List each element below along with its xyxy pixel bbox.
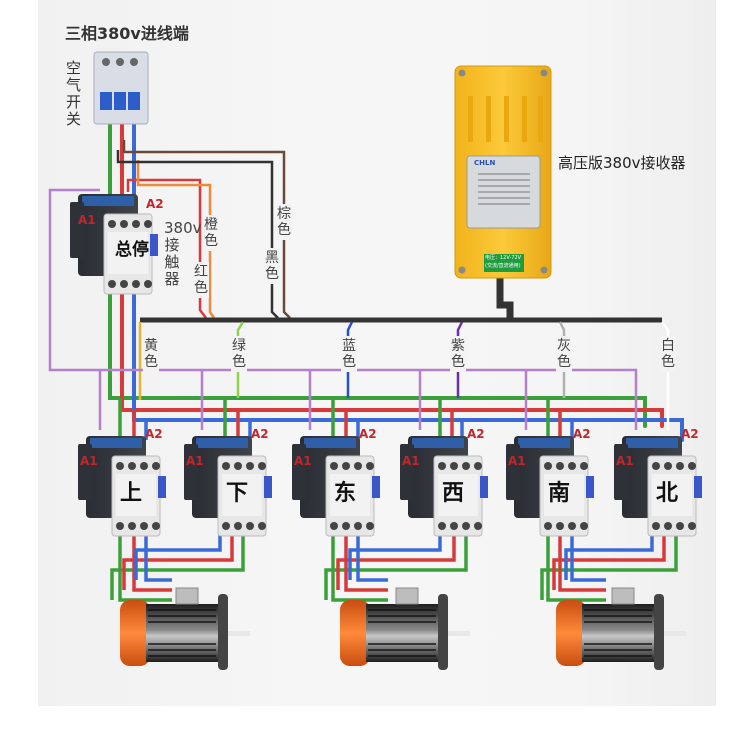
main-contactor-face-label: 总停 [115,240,149,260]
contactor-down-a2: A2 [251,427,269,441]
wire-label-purple: 紫色 [450,336,466,372]
contactor-north-a1: A1 [616,454,634,468]
receiver-voltage-line2: (交流/直流通用) [485,263,521,269]
contactor-south-a1: A1 [508,454,526,468]
contactor-up-face-label: 上 [120,481,143,506]
contactor-west-a2: A2 [467,427,485,441]
receiver-label: 高压版380v接收器 [558,154,686,172]
receiver-cable [496,275,514,320]
wire-label-green: 绿色 [231,336,247,372]
control-bus-wires [48,188,638,430]
breaker-label: 空气开关 [66,59,82,128]
motor-feed-wires [110,520,678,602]
motor-3 [555,587,687,671]
air-circuit-breaker [93,51,149,125]
diagram-title: 三相380v进线端 [65,24,189,43]
main-contactor-a2: A2 [146,197,164,211]
receiver-bus-drops [138,321,670,430]
contactor-east-a2: A2 [359,427,377,441]
contactor-down-a1: A1 [186,454,204,468]
main-contactor-side-label: 380v接触器 [164,219,202,288]
wire-label-yellow: 黄色 [143,336,159,372]
wire-label-orange: 橙色 [203,215,219,251]
contactor-north-a2: A2 [681,427,699,441]
contactor-down-face-label: 下 [226,481,249,506]
motor-1 [119,587,251,671]
wire-label-red: 红色 [193,262,209,298]
wire-label-black: 黑色 [264,248,280,284]
contactor-east-a1: A1 [294,454,312,468]
remote-receiver [454,65,552,279]
contactor-west-face-label: 西 [442,481,465,506]
contactor-up-a2: A2 [145,427,163,441]
receiver-control-wires-top [116,140,291,319]
receiver-voltage-line1: 电压：12V-72V [485,255,522,261]
contactor-east-face-label: 东 [334,481,357,506]
contactor-up-a1: A1 [80,454,98,468]
receiver-brand: CHLN [474,159,496,167]
motor-2 [339,587,471,671]
contactor-south-a2: A2 [573,427,591,441]
main-contactor-a1: A1 [78,213,96,227]
contactor-south-face-label: 南 [548,481,571,506]
wire-label-brown: 棕色 [276,204,292,240]
contactor-west-a1: A1 [402,454,420,468]
contactor-north-face-label: 北 [656,481,679,506]
wire-label-gray: 灰色 [556,336,572,372]
wire-label-blue: 蓝色 [341,336,357,372]
wire-label-white: 白色 [660,336,676,372]
